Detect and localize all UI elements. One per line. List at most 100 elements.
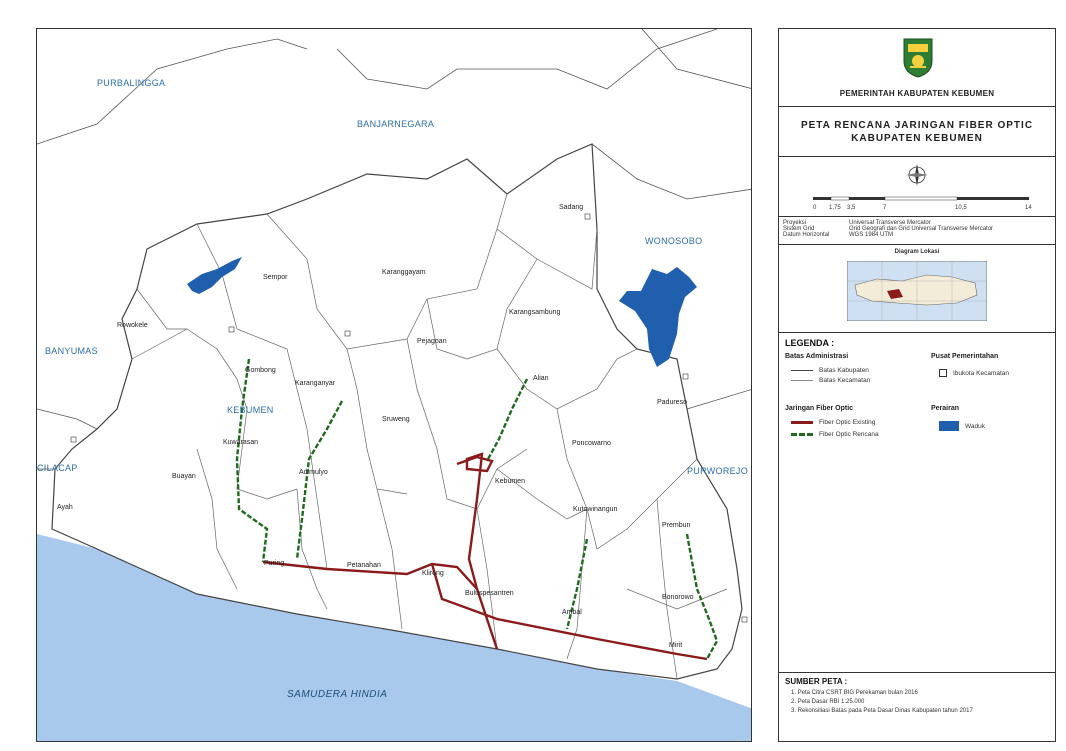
legend-batas-kabupaten: Batas Kabupaten (791, 367, 869, 374)
label-kebumen-district: Kebumen (495, 478, 525, 485)
kabupaten-line-icon (791, 370, 813, 371)
waduk-swatch-icon (939, 421, 959, 431)
proj-val-0: Universal Transverse Mercator (849, 220, 931, 226)
label-purworejo: PURWOREJO (687, 466, 748, 476)
scale-tick-1: 1,75 (829, 205, 841, 211)
kecamatan-line-icon (791, 380, 813, 381)
label-kuwarasan: Kuwarasan (223, 439, 258, 446)
kebumen-emblem-icon (903, 38, 933, 78)
legend-waduk: Waduk (939, 421, 985, 431)
legenda-box: LEGENDA : Batas Administrasi Batas Kabup… (779, 333, 1055, 673)
label-buayan: Buayan (172, 473, 196, 480)
reservoir-wadaslintang (619, 267, 697, 367)
district-capital-markers (70, 213, 748, 623)
label-wonosobo: WONOSOBO (645, 236, 702, 246)
label-mirit: Mirit (669, 642, 682, 649)
label-klirong: Klirong (422, 570, 444, 577)
sea-area (37, 534, 751, 741)
label-purbalingga: PURBALINGGA (97, 78, 165, 88)
label-prembun: Prembun (662, 522, 691, 529)
proj-key-2: Datum Horizontal (783, 232, 830, 238)
fo-existing-line-icon (791, 421, 813, 424)
inset-box: Diagram Lokasi (779, 245, 1055, 333)
proj-val-2: WGS 1984 UTM (849, 232, 894, 238)
label-sruweng: Sruweng (382, 416, 410, 423)
fiber-existing (262, 452, 708, 661)
scale-tick-0: 0 (813, 205, 817, 211)
label-pejagoan: Pejagoan (417, 338, 447, 345)
label-sea: SAMUDERA HINDIA (287, 689, 387, 700)
regional-boundaries (37, 29, 751, 470)
north-arrow-icon (906, 164, 928, 186)
scale-tick-3: 7 (883, 205, 887, 211)
scale-tick-4: 10,5 (955, 205, 967, 211)
label-karanggayam: Karanggayam (382, 269, 426, 276)
scale-tick-2: 3,5 (847, 205, 856, 211)
fo-planned-line-icon (791, 433, 813, 436)
label-gombong: Gombong (245, 367, 276, 374)
sumber-heading: SUMBER PETA : (785, 677, 848, 686)
label-buluspesantren: Buluspesantren (465, 590, 514, 597)
scale-tick-5: 14 (1025, 205, 1032, 211)
fo-existing-label: Fiber Optic Existing (819, 419, 876, 426)
proj-val-1: Grid Geografi dan Grid Universal Transve… (849, 226, 994, 232)
legend-ibukota: Ibukota Kecamatan (939, 369, 1009, 377)
legend-batas-kecamatan: Batas Kecamatan (791, 377, 870, 384)
kebumen-land (51, 143, 743, 680)
label-kutowinangun: Kutowinangun (573, 506, 617, 513)
legend-fo-planned: Fiber Optic Rencana (791, 431, 879, 438)
label-padureso: Padureso (657, 399, 687, 406)
fiber-planned (235, 358, 719, 660)
proj-row: Proyeksi Universal Transverse Mercator (783, 220, 1051, 226)
label-poncowarno: Poncowarno (572, 440, 611, 447)
label-adimulyo: Adimulyo (299, 469, 328, 476)
label-sadang: Sadang (559, 204, 583, 211)
fo-planned-label: Fiber Optic Rencana (819, 431, 879, 438)
sumber-item-1: 2. Peta Dasar RBI 1:25.000 (791, 699, 865, 705)
pusat-heading: Pusat Pemerintahan (931, 353, 999, 360)
proj-row: Datum Horizontal WGS 1984 UTM (783, 232, 1051, 238)
legend-fo-existing: Fiber Optic Existing (791, 419, 875, 426)
scale-bar (813, 196, 1029, 201)
map-frame: PURBALINGGA BANJARNEGARA WONOSOBO BANYUM… (36, 28, 752, 742)
proj-row: Sistem Grid Grid Geografi dan Grid Unive… (783, 226, 1051, 232)
district-boundaries (131, 193, 728, 680)
label-puring: Puring (264, 560, 284, 567)
pusat-item-label: Ibukota Kecamatan (953, 369, 1010, 377)
perairan-item-label: Waduk (965, 422, 985, 430)
fo-heading: Jaringan Fiber Optic (785, 405, 854, 412)
label-petanahan: Petanahan (347, 562, 381, 569)
inset-title: Diagram Lokasi (894, 249, 940, 255)
label-ambal: Ambal (562, 609, 582, 616)
sumber-item-0: 1. Peta Citra CSRT BIG Perekaman bulan 2… (791, 690, 918, 696)
proj-key-0: Proyeksi (783, 220, 807, 226)
sumber-item-2: 3. Rekonsiliasi Batas pada Peta Dasar Di… (791, 708, 973, 714)
label-rowokele: Rowokele (117, 322, 148, 329)
label-bonorowo: Bonorowo (662, 594, 694, 601)
admin-kab-label: Batas Kabupaten (819, 367, 869, 374)
map-title-line2: KABUPATEN KEBUMEN (851, 133, 983, 144)
label-ayah: Ayah (57, 504, 73, 511)
reservoir-sempor (187, 257, 242, 294)
map-title-line1: PETA RENCANA JARINGAN FIBER OPTIC (800, 120, 1034, 131)
legend-org: PEMERINTAH KABUPATEN KEBUMEN (839, 89, 995, 98)
label-alian: Alian (533, 375, 549, 382)
legend-title-box: PETA RENCANA JARINGAN FIBER OPTIC KABUPA… (779, 107, 1055, 157)
map-canvas: PURBALINGGA BANJARNEGARA WONOSOBO BANYUM… (37, 29, 751, 741)
projection-box: Proyeksi Universal Transverse Mercator S… (779, 217, 1055, 245)
legend-panel: PEMERINTAH KABUPATEN KEBUMEN PETA RENCAN… (778, 28, 1056, 742)
scale-box: 0 1,75 3,5 7 10,5 14 (779, 157, 1055, 217)
label-karangsambung: Karangsambung (509, 309, 560, 316)
label-karanganyar: Karanganyar (295, 380, 336, 387)
legend-header: PEMERINTAH KABUPATEN KEBUMEN (779, 29, 1055, 107)
perairan-heading: Perairan (931, 405, 960, 412)
label-banjarnegara: BANJARNEGARA (357, 119, 434, 129)
admin-heading: Batas Administrasi (785, 353, 849, 360)
label-banyumas: BANYUMAS (45, 346, 98, 356)
label-kebumen-region: KEBUMEN (227, 405, 274, 415)
admin-kec-label: Batas Kecamatan (819, 377, 871, 384)
ibukota-marker-icon (939, 369, 947, 377)
label-sempor: Sempor (263, 274, 288, 281)
inset-map (847, 261, 987, 321)
legenda-heading: LEGENDA : (785, 338, 835, 348)
